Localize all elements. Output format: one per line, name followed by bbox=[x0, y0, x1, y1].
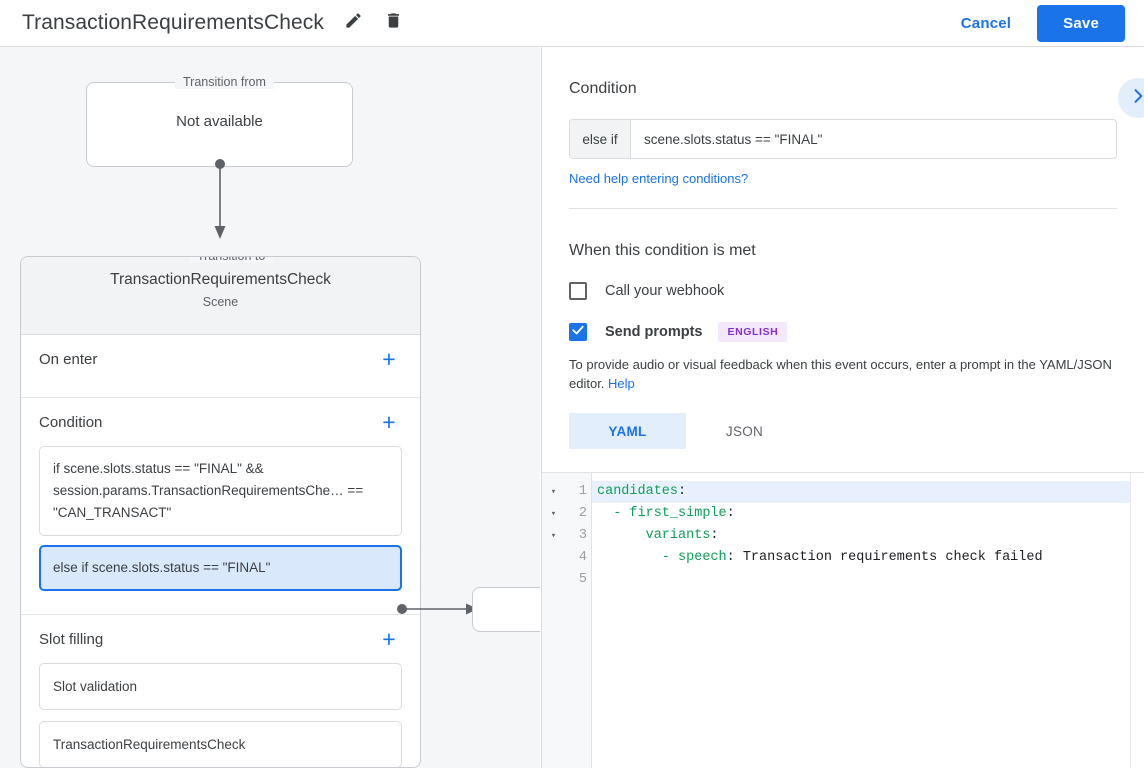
code-line[interactable]: candidates: bbox=[592, 481, 1144, 503]
send-prompts-help-link[interactable]: Help bbox=[608, 376, 635, 391]
fold-toggle[interactable] bbox=[542, 569, 565, 591]
line-number: 2 bbox=[578, 506, 587, 521]
section-slot-filling: Slot filling + Slot validation Transacti… bbox=[21, 615, 420, 767]
send-prompts-checkbox[interactable] bbox=[569, 323, 587, 341]
next-node-card[interactable] bbox=[472, 587, 540, 632]
code-line[interactable] bbox=[592, 569, 1144, 591]
when-condition-met-section: When this condition is met Call your web… bbox=[542, 209, 1144, 449]
transition-from-value: Not available bbox=[176, 113, 263, 130]
section-header: On enter + bbox=[39, 335, 402, 383]
trash-icon bbox=[384, 11, 403, 35]
fold-toggle[interactable]: ▾ bbox=[550, 509, 557, 519]
add-on-enter-button[interactable]: + bbox=[382, 345, 396, 372]
when-condition-met-heading: When this condition is met bbox=[569, 242, 756, 259]
editor-format-tabs: YAML JSON bbox=[569, 413, 1117, 449]
add-condition-button[interactable]: + bbox=[382, 408, 396, 435]
send-prompts-hint-text: To provide audio or visual feedback when… bbox=[569, 357, 1112, 391]
slot-filling-item[interactable]: Slot validation bbox=[39, 663, 402, 710]
fold-gutter: ▾ ▾ ▾ bbox=[542, 473, 565, 768]
section-condition: Condition + if scene.slots.status == "FI… bbox=[21, 398, 420, 615]
page-title: TransactionRequirementsCheck bbox=[22, 11, 324, 34]
edit-name-button[interactable] bbox=[336, 6, 370, 40]
condition-help-link[interactable]: Need help entering conditions? bbox=[569, 171, 749, 186]
condition-input-row[interactable]: else if bbox=[569, 119, 1117, 159]
expand-panel-button[interactable] bbox=[1118, 78, 1144, 118]
save-button[interactable]: Save bbox=[1037, 4, 1125, 42]
fold-toggle[interactable] bbox=[542, 547, 565, 569]
fold-toggle[interactable]: ▾ bbox=[550, 487, 557, 497]
cancel-button[interactable]: Cancel bbox=[947, 6, 1025, 41]
chevron-right-icon bbox=[1128, 86, 1144, 111]
condition-section: Condition else if Need help entering con… bbox=[542, 47, 1144, 209]
pencil-icon bbox=[344, 11, 363, 35]
send-prompts-hint: To provide audio or visual feedback when… bbox=[569, 355, 1117, 393]
transition-from-legend: Transition from bbox=[175, 75, 274, 89]
tab-yaml[interactable]: YAML bbox=[569, 413, 686, 449]
line-number: 3 bbox=[578, 528, 587, 543]
section-title-slot-filling: Slot filling bbox=[39, 630, 104, 648]
section-title-on-enter: On enter bbox=[39, 350, 98, 368]
add-slot-filling-button[interactable]: + bbox=[382, 625, 396, 652]
tab-json[interactable]: JSON bbox=[725, 423, 764, 439]
line-number-gutter: 1 2 3 4 5 bbox=[565, 473, 592, 768]
code-line[interactable]: - speech: Transaction requirements check… bbox=[597, 550, 1043, 565]
transition-from-card[interactable]: Transition from Not available bbox=[86, 75, 353, 167]
condition-expression-input[interactable] bbox=[631, 120, 1116, 158]
condition-item[interactable]: if scene.slots.status == "FINAL" && sess… bbox=[39, 446, 402, 536]
send-prompts-row[interactable]: Send prompts ENGLISH bbox=[569, 322, 1117, 342]
send-prompts-label: Send prompts bbox=[605, 324, 703, 340]
transition-to-subtitle: Scene bbox=[202, 295, 239, 309]
language-badge: ENGLISH bbox=[718, 322, 788, 342]
code-line[interactable]: - first_simple: bbox=[597, 506, 735, 521]
check-icon bbox=[571, 323, 585, 342]
call-webhook-row[interactable]: Call your webhook bbox=[569, 282, 1117, 300]
slot-filling-item[interactable]: TransactionRequirementsCheck bbox=[39, 721, 402, 767]
flow-connector-vertical bbox=[204, 159, 236, 241]
call-webhook-checkbox[interactable] bbox=[569, 282, 587, 300]
condition-heading: Condition bbox=[569, 80, 637, 97]
panel-divider bbox=[569, 208, 1117, 209]
transition-to-card[interactable]: Transition to TransactionRequirementsChe… bbox=[20, 256, 421, 768]
transition-to-legend: Transition to bbox=[189, 257, 274, 263]
details-panel: Condition else if Need help entering con… bbox=[541, 47, 1144, 768]
topbar-actions: Cancel Save bbox=[947, 4, 1125, 42]
top-app-bar: TransactionRequirementsCheck Cancel Save bbox=[0, 0, 1144, 47]
condition-item-selected[interactable]: else if scene.slots.status == "FINAL" bbox=[39, 545, 402, 591]
fold-toggle[interactable]: ▾ bbox=[550, 531, 557, 541]
line-number: 1 bbox=[578, 484, 587, 499]
yaml-editor[interactable]: ▾ ▾ ▾ 1 2 3 4 5 candidates: - first_simp… bbox=[542, 472, 1144, 768]
section-title-condition: Condition bbox=[39, 413, 103, 431]
section-header: Slot filling + bbox=[39, 615, 402, 663]
line-number: 4 bbox=[578, 550, 587, 565]
transition-to-title: TransactionRequirementsCheck bbox=[110, 271, 331, 288]
flow-canvas[interactable]: Transition from Not available Transition… bbox=[0, 47, 540, 768]
section-header: Condition + bbox=[39, 398, 402, 446]
code-line[interactable]: variants: bbox=[597, 528, 719, 543]
condition-prefix-label: else if bbox=[570, 120, 631, 158]
delete-button[interactable] bbox=[376, 6, 410, 40]
line-number: 5 bbox=[578, 572, 587, 587]
section-on-enter: On enter + bbox=[21, 335, 420, 398]
editor-scrollbar[interactable] bbox=[1130, 473, 1144, 768]
flow-connector-horizontal bbox=[396, 599, 480, 619]
transition-to-header: TransactionRequirementsCheck Scene bbox=[21, 257, 420, 335]
call-webhook-label: Call your webhook bbox=[605, 283, 725, 299]
code-area[interactable]: candidates: - first_simple: variants: - … bbox=[592, 473, 1144, 768]
